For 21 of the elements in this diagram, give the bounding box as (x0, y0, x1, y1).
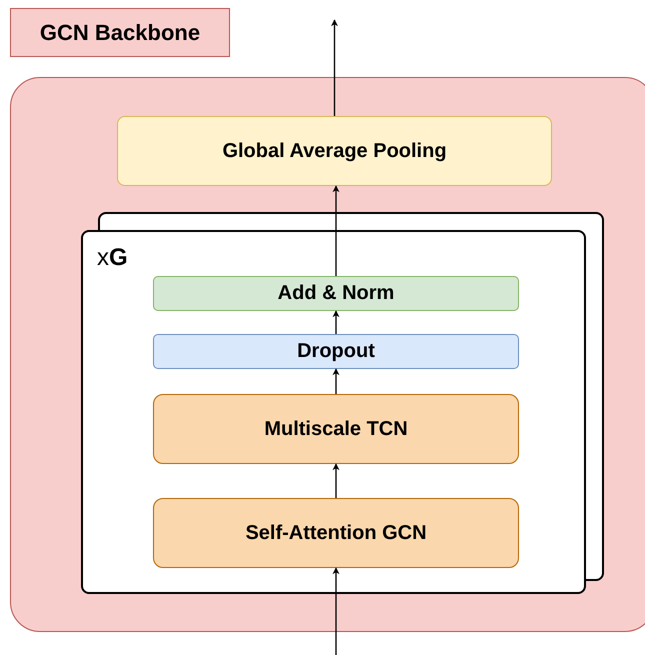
arrow (332, 310, 340, 334)
node-label: GCN Backbone (40, 20, 200, 46)
backbone-container (10, 77, 645, 632)
layer-box (153, 276, 519, 311)
layer-box (153, 498, 519, 568)
arrow (332, 185, 340, 276)
node-label: Self-Attention GCN (245, 522, 427, 544)
arrow (332, 567, 340, 655)
layer-box (153, 334, 519, 369)
repeated-block-card (81, 230, 586, 594)
layer-box (153, 394, 519, 464)
title-box (10, 8, 230, 57)
arrow (332, 463, 340, 498)
arrow (331, 19, 338, 116)
node-label: Dropout (297, 340, 375, 363)
layer-box (117, 116, 552, 186)
repeat-count-label: xG (97, 244, 128, 272)
node-label: Multiscale TCN (264, 418, 408, 440)
arrow (332, 368, 340, 394)
node-label: Global Average Pooling (222, 140, 447, 162)
node-label: Add & Norm (278, 282, 394, 305)
